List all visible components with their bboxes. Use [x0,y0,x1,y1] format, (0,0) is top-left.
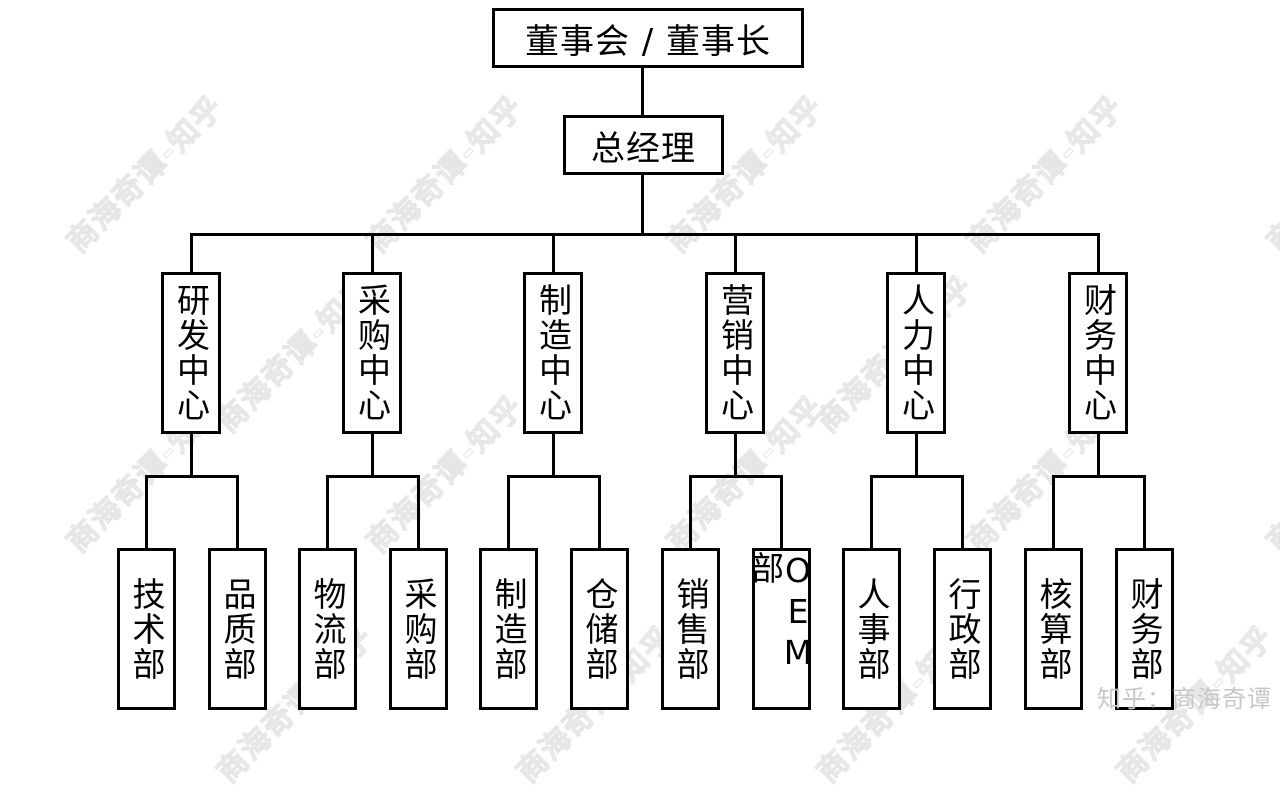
center-box: 采购中心 [342,272,402,434]
connector-center-branch [371,434,374,477]
department-label: 销售部 [671,576,710,682]
footer-credit: 知乎：商海奇谭 [1097,685,1272,713]
connector-branch-department [507,477,510,549]
connector-bus-center [1097,235,1100,273]
connector-branch-department [236,477,239,549]
center-label: 制造中心 [533,283,573,423]
department-label: 财务部 [1125,576,1164,682]
department-box: 人事部 [842,548,901,710]
connector-branch-department [780,477,783,549]
watermark-text: 商海奇谭-知乎 [1260,389,1280,561]
department-box: 制造部 [479,548,538,710]
connector-bus-center [915,235,918,273]
connector-center-branch [915,434,918,477]
gm-label: 总经理 [591,128,696,169]
gm-box: 总经理 [563,115,724,175]
department-box: 采购部 [389,548,448,710]
department-box: 行政部 [933,548,992,710]
connector-bus-center [190,235,193,273]
connector-center-branch [1097,434,1100,477]
watermark-text: 商海奇谭-知乎 [1260,89,1280,261]
department-bus [145,475,239,478]
center-box: 人力中心 [886,272,946,434]
connector-center-branch [552,434,555,477]
department-box: 财务部 [1115,548,1174,710]
center-box: 制造中心 [523,272,583,434]
connector-branch-department [689,477,692,549]
center-label: 营销中心 [715,283,755,423]
connector-branch-department [598,477,601,549]
connector-bus-center [734,235,737,273]
connector-branch-department [145,477,148,549]
department-label: 行政部 [943,576,982,682]
department-label: 制造部 [489,576,528,682]
connector-branch-department [1052,477,1055,549]
connector-gm-bus [641,175,644,235]
connector-branch-department [417,477,420,549]
department-box: 品质部 [208,548,267,710]
department-bus [689,475,783,478]
center-label: 研发中心 [171,283,211,423]
department-label: 人事部 [852,576,891,682]
center-box: 财务中心 [1068,272,1128,434]
connector-center-branch [190,434,193,477]
department-box: 物流部 [298,548,357,710]
department-label: 采购部 [399,576,438,682]
department-label: 仓储部 [580,576,619,682]
connector-center-branch [734,434,737,477]
connector-bus-center [552,235,555,273]
connector-branch-department [326,477,329,549]
board-box: 董事会 / 董事长 [492,8,804,68]
center-box: 研发中心 [161,272,221,434]
department-bus [326,475,420,478]
board-label: 董事会 / 董事长 [524,21,772,62]
connector-board-gm [641,68,644,115]
department-label: 物流部 [308,576,347,682]
department-box: 核算部 [1024,548,1083,710]
connector-branch-department [961,477,964,549]
department-box: 技术部 [117,548,176,710]
center-bus [190,233,1100,236]
center-label: 财务中心 [1078,283,1118,423]
center-label: 人力中心 [896,283,936,423]
connector-branch-department [870,477,873,549]
department-box: 销售部 [661,548,720,710]
connector-bus-center [371,235,374,273]
center-label: 采购中心 [352,283,392,423]
department-box: 仓储部 [570,548,629,710]
department-bus [507,475,601,478]
connector-branch-department [1143,477,1146,549]
department-bus [1052,475,1146,478]
department-label: 技术部 [127,576,166,682]
department-label: OEM部 [745,551,818,674]
department-label: 品质部 [218,576,257,682]
department-bus [870,475,964,478]
department-box: OEM部 [746,548,818,710]
department-label: 核算部 [1034,576,1073,682]
center-box: 营销中心 [705,272,765,434]
